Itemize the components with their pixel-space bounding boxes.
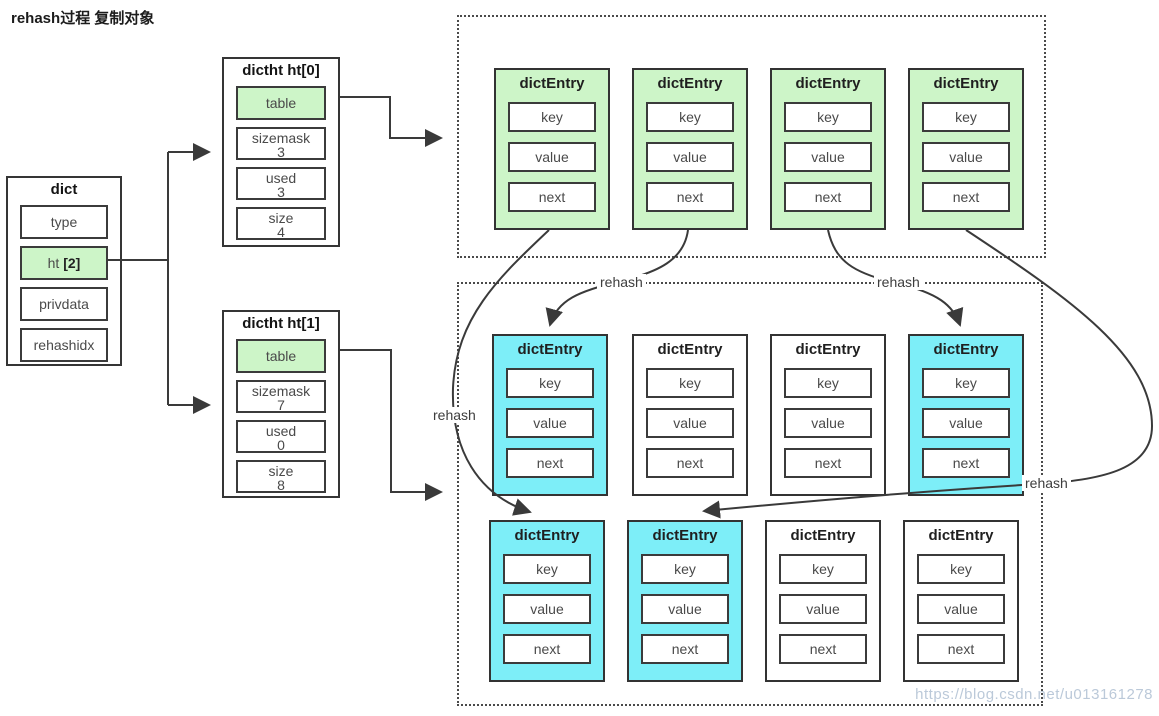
entry-field-value: value [784, 142, 872, 172]
new-entry-r2-0: dictEntry key value next [489, 520, 605, 682]
dict-field-rehashidx: rehashidx [20, 328, 108, 362]
entry-field-next: next [784, 448, 872, 478]
new-entry-r2-3: dictEntry key value next [903, 520, 1019, 682]
dictht1-field-table: table [236, 339, 326, 373]
entry-field-key: key [646, 368, 734, 398]
rehash-label-3: rehash [430, 407, 479, 423]
page-title: rehash过程 复制对象 [11, 10, 155, 27]
arrow-table1-to-new-bucket [340, 349, 443, 501]
dictentry-title: dictEntry [933, 75, 999, 92]
entry-field-value: value [641, 594, 729, 624]
dictht1-title: dictht ht[1] [242, 315, 320, 332]
entry-field-key: key [508, 102, 596, 132]
new-entry-r1-1: dictEntry key value next [632, 334, 748, 496]
entry-field-value: value [508, 142, 596, 172]
old-entry-0: dictEntry key value next [494, 68, 610, 230]
old-bucket-container: dictEntry key value next dictEntry key v… [457, 15, 1046, 258]
dictentry-title: dictEntry [795, 75, 861, 92]
new-bucket-container: dictEntry key value next dictEntry key v… [457, 282, 1043, 706]
entry-field-value: value [779, 594, 867, 624]
entry-field-next: next [641, 634, 729, 664]
dictentry-title: dictEntry [514, 527, 580, 544]
dictentry-title: dictEntry [519, 75, 585, 92]
new-entry-r2-1: dictEntry key value next [627, 520, 743, 682]
entry-field-value: value [784, 408, 872, 438]
dict-struct-title: dict [50, 181, 78, 198]
entry-field-value: value [922, 408, 1010, 438]
entry-field-value: value [646, 408, 734, 438]
entry-field-key: key [922, 102, 1010, 132]
arrow-table0-to-old-bucket [340, 96, 443, 147]
entry-field-key: key [646, 102, 734, 132]
dictentry-title: dictEntry [657, 341, 723, 358]
entry-field-key: key [506, 368, 594, 398]
rehash-label-1: rehash [597, 274, 646, 290]
entry-field-key: key [922, 368, 1010, 398]
entry-field-key: key [917, 554, 1005, 584]
entry-field-next: next [646, 448, 734, 478]
new-entry-r1-3: dictEntry key value next [908, 334, 1024, 496]
dict-field-privdata: privdata [20, 287, 108, 321]
dictht0-field-table: table [236, 86, 326, 120]
entry-field-key: key [641, 554, 729, 584]
dict-field-type: type [20, 205, 108, 239]
dictentry-title: dictEntry [795, 341, 861, 358]
entry-field-next: next [503, 634, 591, 664]
entry-field-value: value [646, 142, 734, 172]
entry-field-next: next [922, 448, 1010, 478]
entry-field-key: key [779, 554, 867, 584]
dict-struct: dict type ht [2] privdata rehashidx [6, 176, 122, 366]
dictentry-title: dictEntry [933, 341, 999, 358]
dictentry-title: dictEntry [790, 527, 856, 544]
entry-field-value: value [506, 408, 594, 438]
new-entry-r1-2: dictEntry key value next [770, 334, 886, 496]
rehash-label-4: rehash [1022, 475, 1071, 491]
dictentry-title: dictEntry [517, 341, 583, 358]
entry-field-next: next [646, 182, 734, 212]
entry-field-key: key [784, 368, 872, 398]
dictht0-title: dictht ht[0] [242, 62, 320, 79]
rehash-label-2: rehash [874, 274, 923, 290]
entry-field-next: next [784, 182, 872, 212]
new-entry-r1-0: dictEntry key value next [492, 334, 608, 496]
dictentry-title: dictEntry [928, 527, 994, 544]
entry-field-next: next [917, 634, 1005, 664]
entry-field-value: value [503, 594, 591, 624]
entry-field-next: next [506, 448, 594, 478]
entry-field-key: key [784, 102, 872, 132]
entry-field-next: next [779, 634, 867, 664]
dictentry-title: dictEntry [657, 75, 723, 92]
old-entry-2: dictEntry key value next [770, 68, 886, 230]
entry-field-key: key [503, 554, 591, 584]
entry-field-next: next [922, 182, 1010, 212]
entry-field-value: value [917, 594, 1005, 624]
new-entry-r2-2: dictEntry key value next [765, 520, 881, 682]
entry-field-value: value [922, 142, 1010, 172]
entry-field-next: next [508, 182, 596, 212]
dictentry-title: dictEntry [652, 527, 718, 544]
old-entry-1: dictEntry key value next [632, 68, 748, 230]
old-entry-3: dictEntry key value next [908, 68, 1024, 230]
dict-field-ht: ht [2] [20, 246, 108, 280]
watermark: https://blog.csdn.net/u013161278 [915, 686, 1153, 703]
